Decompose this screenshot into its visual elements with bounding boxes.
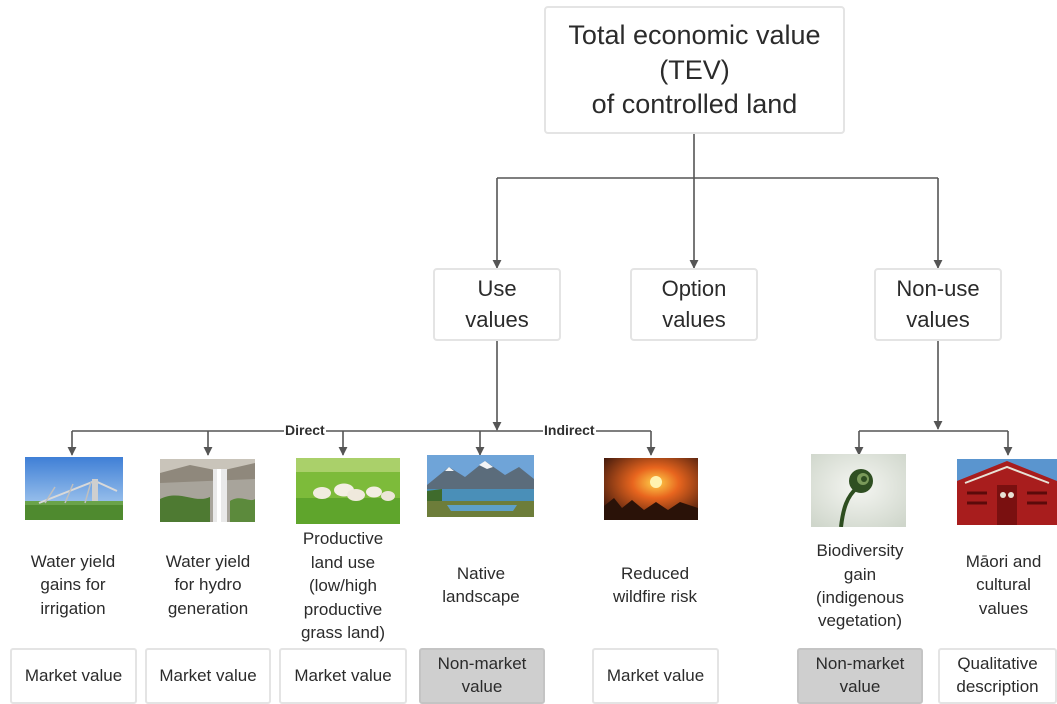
non-use-line-1: Non-use <box>896 276 980 302</box>
item-label-native-landscape: Native landscape <box>442 563 520 606</box>
irrigation-pivot-photo <box>25 457 123 520</box>
node-option-values: Option values <box>630 268 758 341</box>
maori-carving-photo <box>957 459 1057 525</box>
wildfire-photo <box>604 458 698 520</box>
non-use-line-2: values <box>906 306 970 332</box>
option-line-2: values <box>662 306 726 332</box>
valuation-native-landscape: Non-market value <box>419 648 545 704</box>
option-line-1: Option <box>661 276 727 302</box>
valuation-maori-cultural: Qualitative description <box>938 648 1057 704</box>
node-use-values: Use values <box>433 268 561 341</box>
item-label-biodiversity: Biodiversity gain (indigenous vegetation… <box>816 541 904 631</box>
edge-label-direct: Direct <box>284 421 326 439</box>
valuation-hydro: Market value <box>145 648 271 704</box>
sheep-pasture-photo <box>296 458 400 524</box>
root-line-1: Total economic value <box>568 20 821 51</box>
valuation-irrigation: Market value <box>10 648 137 704</box>
valuation-productive-land: Market value <box>279 648 407 704</box>
use-line-1: Use <box>477 276 517 302</box>
root-line-2: (TEV) <box>659 54 730 85</box>
mountain-lake-photo <box>427 455 534 517</box>
item-label-productive-land: Productive land use (low/high productive… <box>300 529 386 643</box>
fern-frond-photo <box>811 454 906 527</box>
root-line-3: of controlled land <box>591 89 798 120</box>
item-label-maori-cultural: Māori and cultural values <box>965 551 1042 618</box>
use-line-2: values <box>465 306 529 332</box>
edge-label-indirect: Indirect <box>543 421 596 439</box>
valuation-biodiversity: Non-market value <box>797 648 923 704</box>
item-label-irrigation: Water yield gains for irrigation <box>30 551 116 618</box>
root-node-tev: Total economic value (TEV) of controlled… <box>544 6 845 134</box>
node-non-use-values: Non-use values <box>874 268 1002 341</box>
valuation-wildfire: Market value <box>592 648 719 704</box>
item-label-hydro: Water yield for hydro generation <box>165 551 251 618</box>
hydro-dam-photo <box>160 459 255 522</box>
item-label-wildfire: Reduced wildfire risk <box>612 563 698 606</box>
